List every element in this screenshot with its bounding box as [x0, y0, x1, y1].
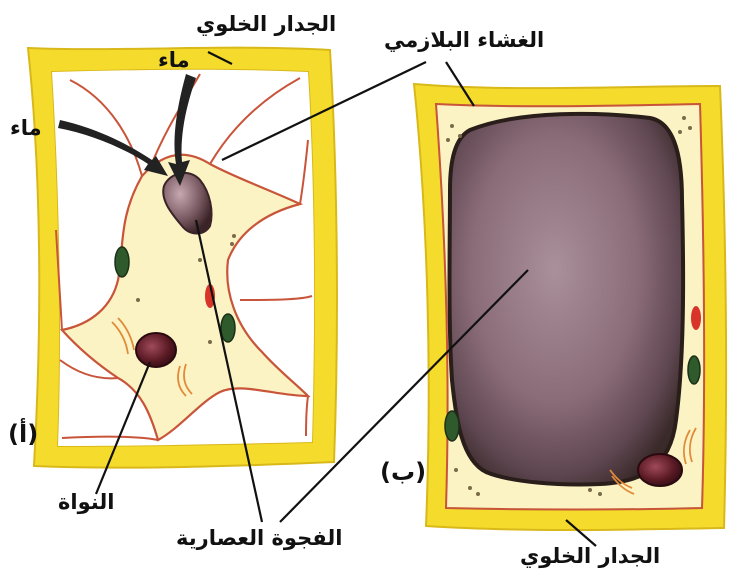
label-water-left: ماء	[10, 118, 42, 139]
label-nucleus: النواة	[58, 492, 114, 513]
label-plasma-membrane: الغشاء البلازمي	[384, 30, 544, 51]
cell-b-vacuole	[450, 114, 684, 485]
cell-a-chloroplast	[221, 314, 235, 342]
cell-b-chloroplast	[688, 356, 700, 384]
label-panel-b: (ب)	[380, 460, 426, 484]
cell-b	[414, 84, 726, 530]
cell-b-nucleus	[638, 454, 682, 486]
label-water-top: ماء	[158, 50, 190, 71]
cell-a-chloroplast	[115, 247, 129, 277]
cell-a-nucleus	[136, 333, 176, 367]
cell-b-chloroplast	[445, 411, 459, 441]
label-cell-wall-top: الجدار الخلوي	[196, 14, 336, 35]
cell-b-red-body	[691, 306, 701, 330]
label-panel-a: (أ)	[8, 422, 38, 446]
label-vacuole: الفجوة العصارية	[176, 528, 342, 549]
label-cell-wall-bottom: الجدار الخلوي	[520, 546, 660, 567]
